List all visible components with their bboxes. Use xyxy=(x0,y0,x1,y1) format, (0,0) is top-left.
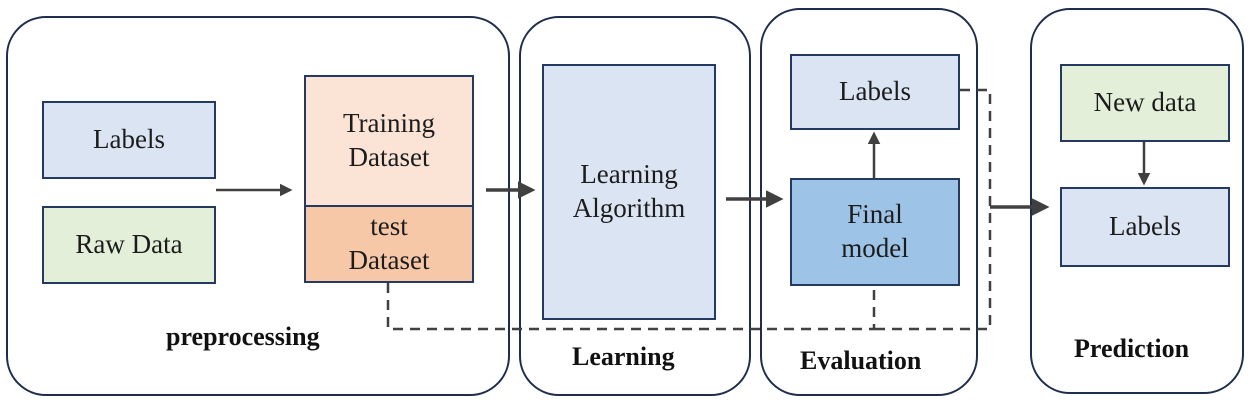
prediction-title: Prediction xyxy=(1074,334,1190,363)
labels-box: Labels xyxy=(42,101,216,179)
preprocessing-title: preprocessing xyxy=(166,322,320,351)
evaluation-title: Evaluation xyxy=(800,346,922,375)
test-dataset-box: test Dataset xyxy=(304,205,474,283)
learning-algorithm-box: Learning Algorithm xyxy=(542,64,716,320)
evaluation-labels-box: Labels xyxy=(790,54,960,130)
final-model-box: Final model xyxy=(790,178,960,286)
prediction-labels-box: Labels xyxy=(1060,187,1230,267)
raw-data-box: Raw Data xyxy=(42,206,216,284)
learning-title: Learning xyxy=(572,342,675,371)
new-data-box: New data xyxy=(1060,64,1230,142)
training-dataset-box: Training Dataset xyxy=(304,75,474,207)
